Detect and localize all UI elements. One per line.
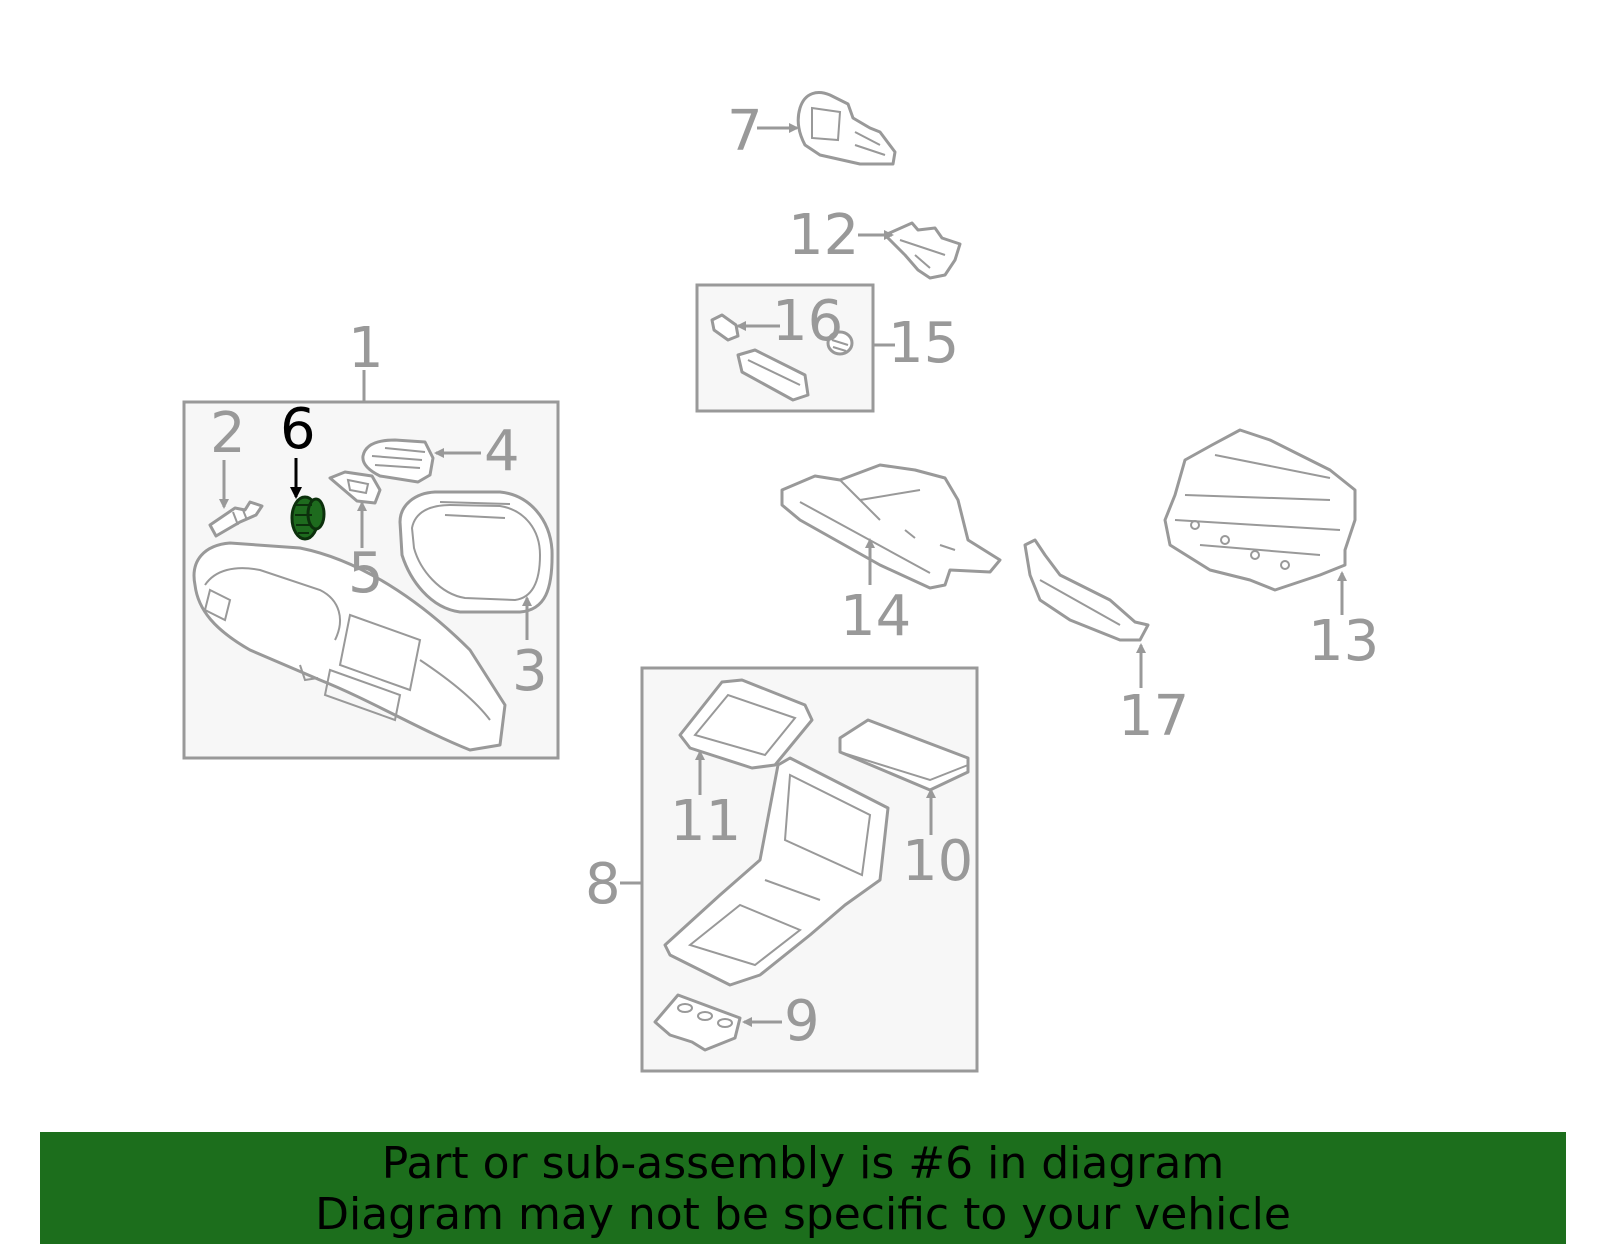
part-15-knob (826, 330, 854, 356)
part-9-holder (653, 993, 742, 1052)
callout-9: 9 (784, 989, 820, 1054)
callout-3: 3 (512, 639, 548, 704)
callout-10: 10 (902, 829, 973, 894)
callout-17: 17 (1118, 684, 1189, 749)
part-4-vent (361, 438, 435, 484)
leader-lines (219, 123, 1347, 1027)
callout-5: 5 (348, 541, 384, 606)
part-14-glove-box (780, 463, 1002, 590)
part-15-handle (736, 348, 810, 402)
part-8-console (663, 756, 890, 987)
part-7-trim (796, 91, 897, 166)
callout-16: 16 (772, 289, 843, 354)
part-3-cluster-bezel (398, 490, 554, 614)
part-13-reinforcement (1163, 428, 1357, 592)
callout-14: 14 (840, 584, 911, 649)
part-12-bracket (883, 221, 962, 280)
part-10-lid (838, 718, 970, 792)
banner-line-part: Part or sub-assembly is #6 in diagram (381, 1138, 1225, 1189)
callout-8: 8 (585, 852, 621, 917)
part-6-highlighted (290, 495, 326, 541)
part-2-bracket (208, 500, 264, 538)
callout-7: 7 (727, 99, 763, 164)
callout-15: 15 (888, 311, 959, 376)
part-11-bezel (678, 678, 814, 770)
callout-2: 2 (210, 401, 246, 466)
callout-1: 1 (348, 316, 384, 381)
callout-13: 13 (1308, 609, 1379, 674)
callout-4: 4 (484, 419, 520, 484)
callout-labels: 1 2 3 4 5 6 7 8 9 10 11 12 13 14 15 16 1… (210, 99, 1379, 1054)
banner-line-disclaimer: Diagram may not be specific to your vehi… (315, 1189, 1291, 1240)
callout-12: 12 (788, 203, 859, 268)
info-banner: Part or sub-assembly is #6 in diagram Di… (40, 1132, 1566, 1244)
part-instrument-panel (192, 541, 507, 752)
part-16-latch (710, 313, 740, 342)
part-17-brace (1023, 538, 1150, 642)
callout-6: 6 (280, 397, 316, 462)
callout-11: 11 (670, 789, 741, 854)
